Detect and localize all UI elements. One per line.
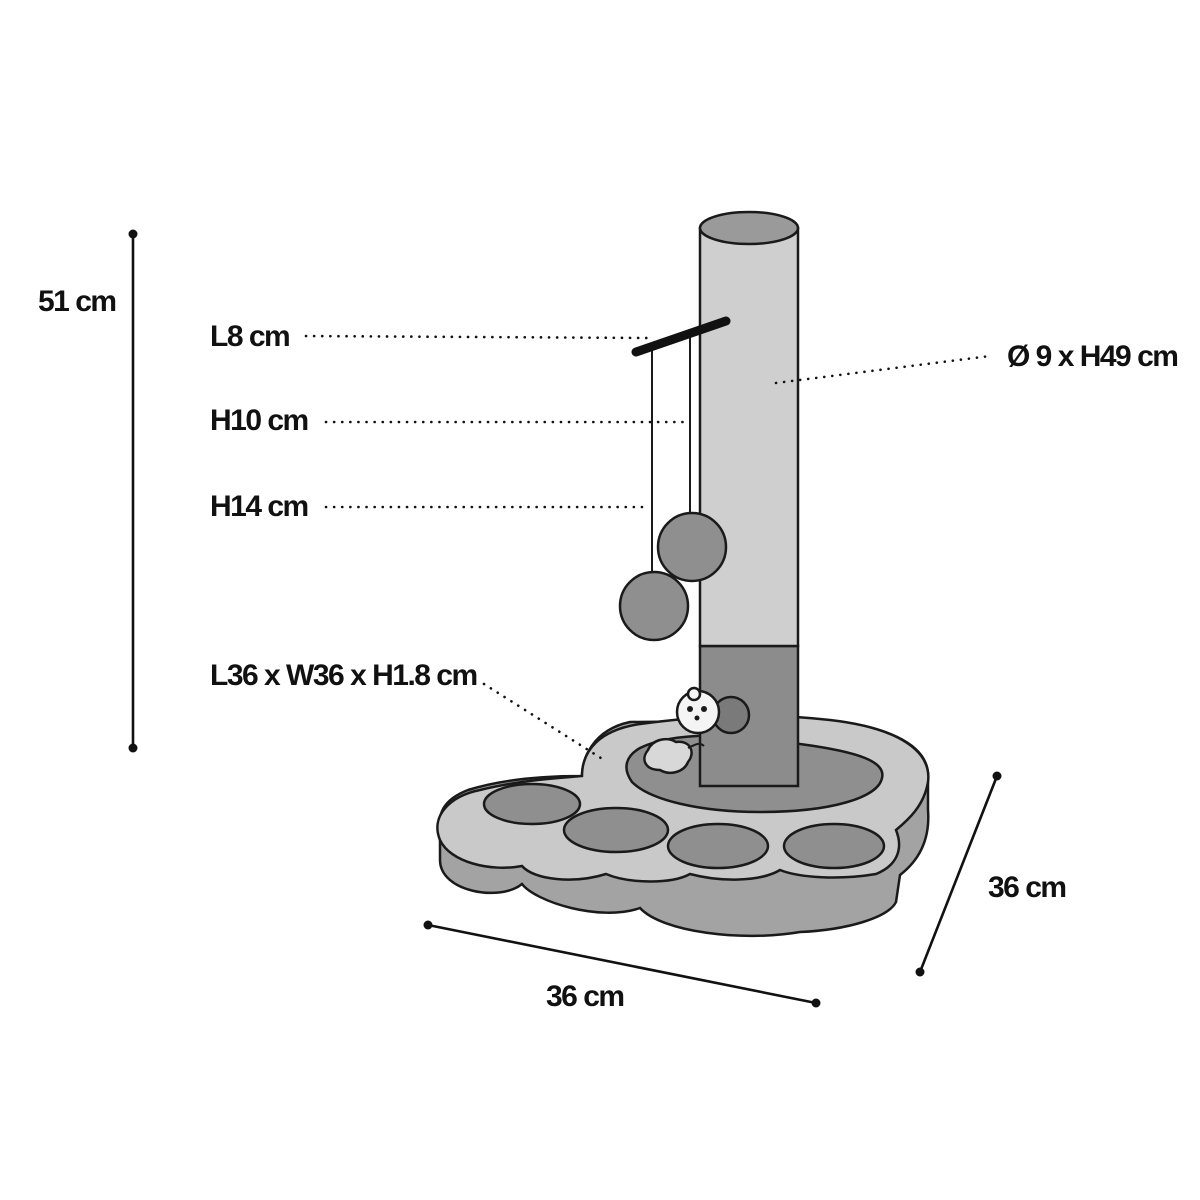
toe-hole-1 <box>482 782 582 826</box>
width-dimension <box>423 920 821 1008</box>
post-top <box>698 210 800 246</box>
mouse-eye-right <box>701 706 707 712</box>
scratching-post <box>698 210 800 788</box>
label-width: 36 cm <box>546 980 624 1013</box>
height-dimension-end-bottom <box>128 743 138 753</box>
label-rod-length: L8 cm <box>210 320 289 353</box>
toe-hole-4 <box>782 822 886 870</box>
ball-upper <box>656 511 728 583</box>
label-string-short: H10 cm <box>210 404 308 437</box>
label-post-size: Ø 9 x H49 cm <box>1007 340 1177 373</box>
mouse-toy <box>643 686 721 774</box>
post-sisal <box>698 226 800 648</box>
mouse-nose <box>694 715 700 721</box>
height-dimension-end-top <box>128 229 138 239</box>
mouse-tail <box>687 742 705 749</box>
toe-hole-3 <box>666 822 770 870</box>
width-dimension-end-left <box>423 920 433 930</box>
label-depth: 36 cm <box>988 871 1066 904</box>
toe-hole-2 <box>562 806 670 854</box>
label-total-height: 51 cm <box>38 285 116 318</box>
hanging-toys <box>618 316 731 642</box>
depth-dimension-end-bottom <box>915 967 925 977</box>
width-dimension-line <box>427 923 817 1005</box>
leader-rod-length <box>304 334 656 340</box>
leader-base-size <box>482 682 606 762</box>
leader-post-size <box>774 354 992 385</box>
depth-dimension-line <box>918 775 999 973</box>
mouse-eye-left <box>687 706 693 712</box>
mouse-ear <box>686 686 702 702</box>
depth-dimension-end-top <box>992 771 1002 781</box>
mouse-body <box>643 738 693 774</box>
label-string-long: H14 cm <box>210 490 308 523</box>
label-base-size: L36 x W36 x H1.8 cm <box>210 659 477 692</box>
ball-lower <box>618 570 690 642</box>
height-dimension <box>128 229 138 753</box>
rod <box>631 316 731 357</box>
width-dimension-end-right <box>811 998 821 1008</box>
depth-dimension <box>915 771 1002 977</box>
